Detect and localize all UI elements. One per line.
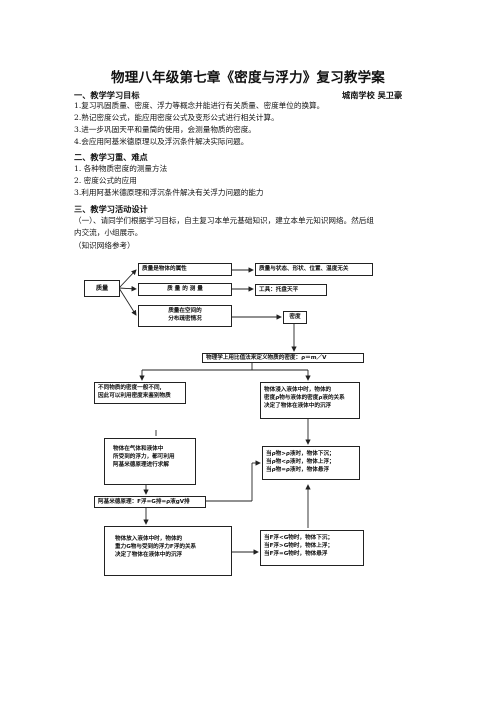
force-comparison-node: 当F浮<G物时，物体下沉； 当F浮>G物时，物体上浮； 当F浮=G物时，物体悬浮 xyxy=(260,530,364,566)
keypoint-item: 1. 各种物质密度的测量方法 xyxy=(74,164,168,173)
objective-item: 2.熟记密度公式，能应用密度公式及变形公式进行相关计算。 xyxy=(74,113,279,122)
buoyancy-node: 物体在气体和液体中 所受到的浮力，都可利用 阿基米德原理进行求解 xyxy=(104,438,196,485)
force-relation-node: 物体放入液体中时，物体的 重力G物与受到的浮力F浮的关系 决定了物体在液体中的沉… xyxy=(104,526,232,576)
buoyancy-line3: 阿基米德原理进行求解 xyxy=(113,462,169,469)
section2-heading: 二、教学习重、难点 xyxy=(74,152,148,162)
page-title: 物理八年级第七章《密度与浮力》复习教学案 xyxy=(111,70,385,86)
activity-paragraph-line2: 内交流，小组展示。 xyxy=(74,228,143,237)
immersed-line1: 物体浸入液体中时，物体的 xyxy=(264,387,332,393)
connector-lines xyxy=(118,267,311,555)
force-line3: 决定了物体在液体中的沉浮 xyxy=(115,552,183,559)
force-cmp-line3: 当F浮=G物时，物体悬浮 xyxy=(264,551,328,558)
density-definition-node: 物理学上用比值法来定义物质的密度：ρ＝m／V xyxy=(202,353,364,363)
distribution-line2: 分布疏密情况 xyxy=(168,316,202,323)
network-note: （知识网络参考） xyxy=(74,241,135,250)
section3-heading: 三、教学习活动设计 xyxy=(74,204,148,214)
force-line1: 物体放入液体中时，物体的 xyxy=(115,536,183,542)
measuring-tool-node: 工具：托盘天平 xyxy=(255,284,327,296)
buoyancy-line2: 所受到的浮力，都可利用 xyxy=(113,454,175,461)
objective-item: 4.会应用阿基米德原理以及浮沉条件解决实际问题。 xyxy=(74,137,249,146)
activity-paragraph-line1: （一）、请同学们根据学习目标，自主复习本单元基础知识，建立本单元知识网络。然后组 xyxy=(74,216,374,225)
author: 城南学校 吴卫豪 xyxy=(342,90,403,100)
immersed-line3: 决定了物体在液体中的沉浮 xyxy=(264,403,332,410)
mass-attribute-node: 质量是物体的属性 xyxy=(138,263,232,276)
mass-distribution-node: 质量在空间的 分布疏密情况 xyxy=(138,305,232,327)
density-cmp-line1: 当ρ物>ρ液时，物体下沉； xyxy=(266,451,335,457)
attribute-detail-node: 质量与状态、形状、位置、温度无关 xyxy=(255,263,373,276)
density-node: 密度 xyxy=(283,311,307,324)
section1-heading: 一、教学学习目标 xyxy=(74,90,140,100)
mass-measurement-node: 质 量 的 测 量 xyxy=(138,283,232,296)
density-comparison-node: 当ρ物>ρ液时，物体下沉； 当ρ物<ρ液时，物体上浮； 当ρ物=ρ液时，物体悬浮 xyxy=(262,446,360,480)
force-cmp-line2: 当F浮>G物时，物体上浮； xyxy=(264,543,334,550)
identify-line2: 因此可以利用密度来鉴别物质 xyxy=(98,393,171,400)
force-cmp-line1: 当F浮<G物时，物体下沉； xyxy=(264,535,334,541)
force-line2: 重力G物与受到的浮力F浮的关系 xyxy=(115,544,197,551)
keypoint-item: 2. 密度公式的应用 xyxy=(74,176,137,185)
identify-line1: 不同物质的密度一般不同, xyxy=(98,385,162,391)
archimedes-principle-node: 阿基米德原理：F浮=G排=ρ液gV排 xyxy=(94,496,206,508)
buoyancy-line1: 物体在气体和液体中 xyxy=(113,446,164,452)
immersed-density-node: 物体浸入液体中时，物体的 密度ρ物与液体的密度ρ液的关系 决定了物体在液体中的沉… xyxy=(260,382,360,419)
keypoint-item: 3.利用阿基米德原理和浮沉条件解决有关浮力问题的能力 xyxy=(74,188,264,197)
objective-item: 1.复习巩固质量、密度、浮力等概念并能进行有关质量、密度单位的换算。 xyxy=(74,101,325,110)
immersed-line2: 密度ρ物与液体的密度ρ液的关系 xyxy=(264,395,345,402)
identify-substance-node: 不同物质的密度一般不同, 因此可以利用密度来鉴别物质 xyxy=(94,382,186,404)
distribution-line1: 质量在空间的 xyxy=(168,308,202,314)
mass-node: 质量 xyxy=(84,280,120,297)
objective-item: 3.进一步巩固天平和量筒的使用，会测量物质的密度。 xyxy=(74,125,256,134)
knowledge-network-diagram: 质量 质量是物体的属性 质量与状态、形状、位置、温度无关 质 量 的 测 量 工… xyxy=(82,258,382,606)
density-cmp-line3: 当ρ物=ρ液时，物体悬浮 xyxy=(266,467,330,474)
density-cmp-line2: 当ρ物<ρ液时，物体上浮； xyxy=(266,459,335,466)
